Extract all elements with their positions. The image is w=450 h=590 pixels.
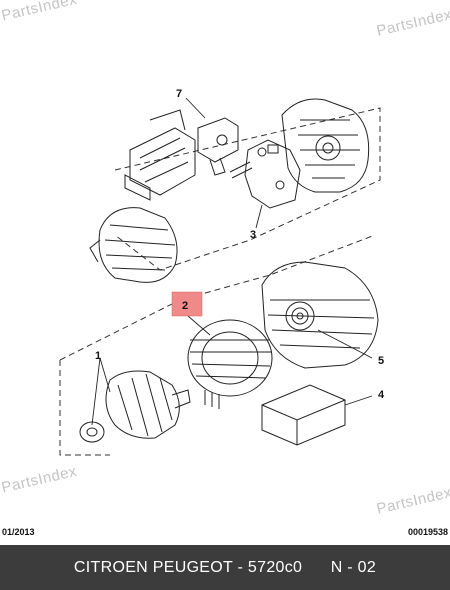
dashed-frame-upper xyxy=(59,107,381,456)
callout-4[interactable]: 7 xyxy=(176,88,182,100)
stator-left xyxy=(89,207,178,283)
callout-highlight-2 xyxy=(171,291,203,317)
callout-2[interactable]: 2 xyxy=(182,300,188,312)
diagram-date: 01/2013 xyxy=(2,527,35,537)
callout-7[interactable]: 4 xyxy=(378,389,385,401)
regulator-part xyxy=(197,117,239,176)
exploded-parts-diagram: 7 3 2 1 5 4 xyxy=(59,88,385,456)
callout-5[interactable]: 5 xyxy=(378,355,384,367)
footer-title: CITROEN PEUGEOT - 5720c0 N - 02 xyxy=(73,558,377,576)
rectifier-part xyxy=(229,139,301,209)
leader-lines xyxy=(91,97,373,426)
diagram-reference: 00019538 xyxy=(407,527,448,537)
callout-3[interactable]: 3 xyxy=(250,229,256,241)
front-housing xyxy=(261,261,379,369)
brush-holder-assembly xyxy=(124,109,196,201)
stator-coil xyxy=(187,319,273,409)
footer-bar: CITROEN PEUGEOT - 5720c0 N - 02 xyxy=(0,545,450,590)
kit-box xyxy=(261,384,346,446)
rotor xyxy=(79,370,191,443)
rear-housing-top xyxy=(281,98,370,193)
callout-1[interactable]: 1 xyxy=(95,350,101,362)
